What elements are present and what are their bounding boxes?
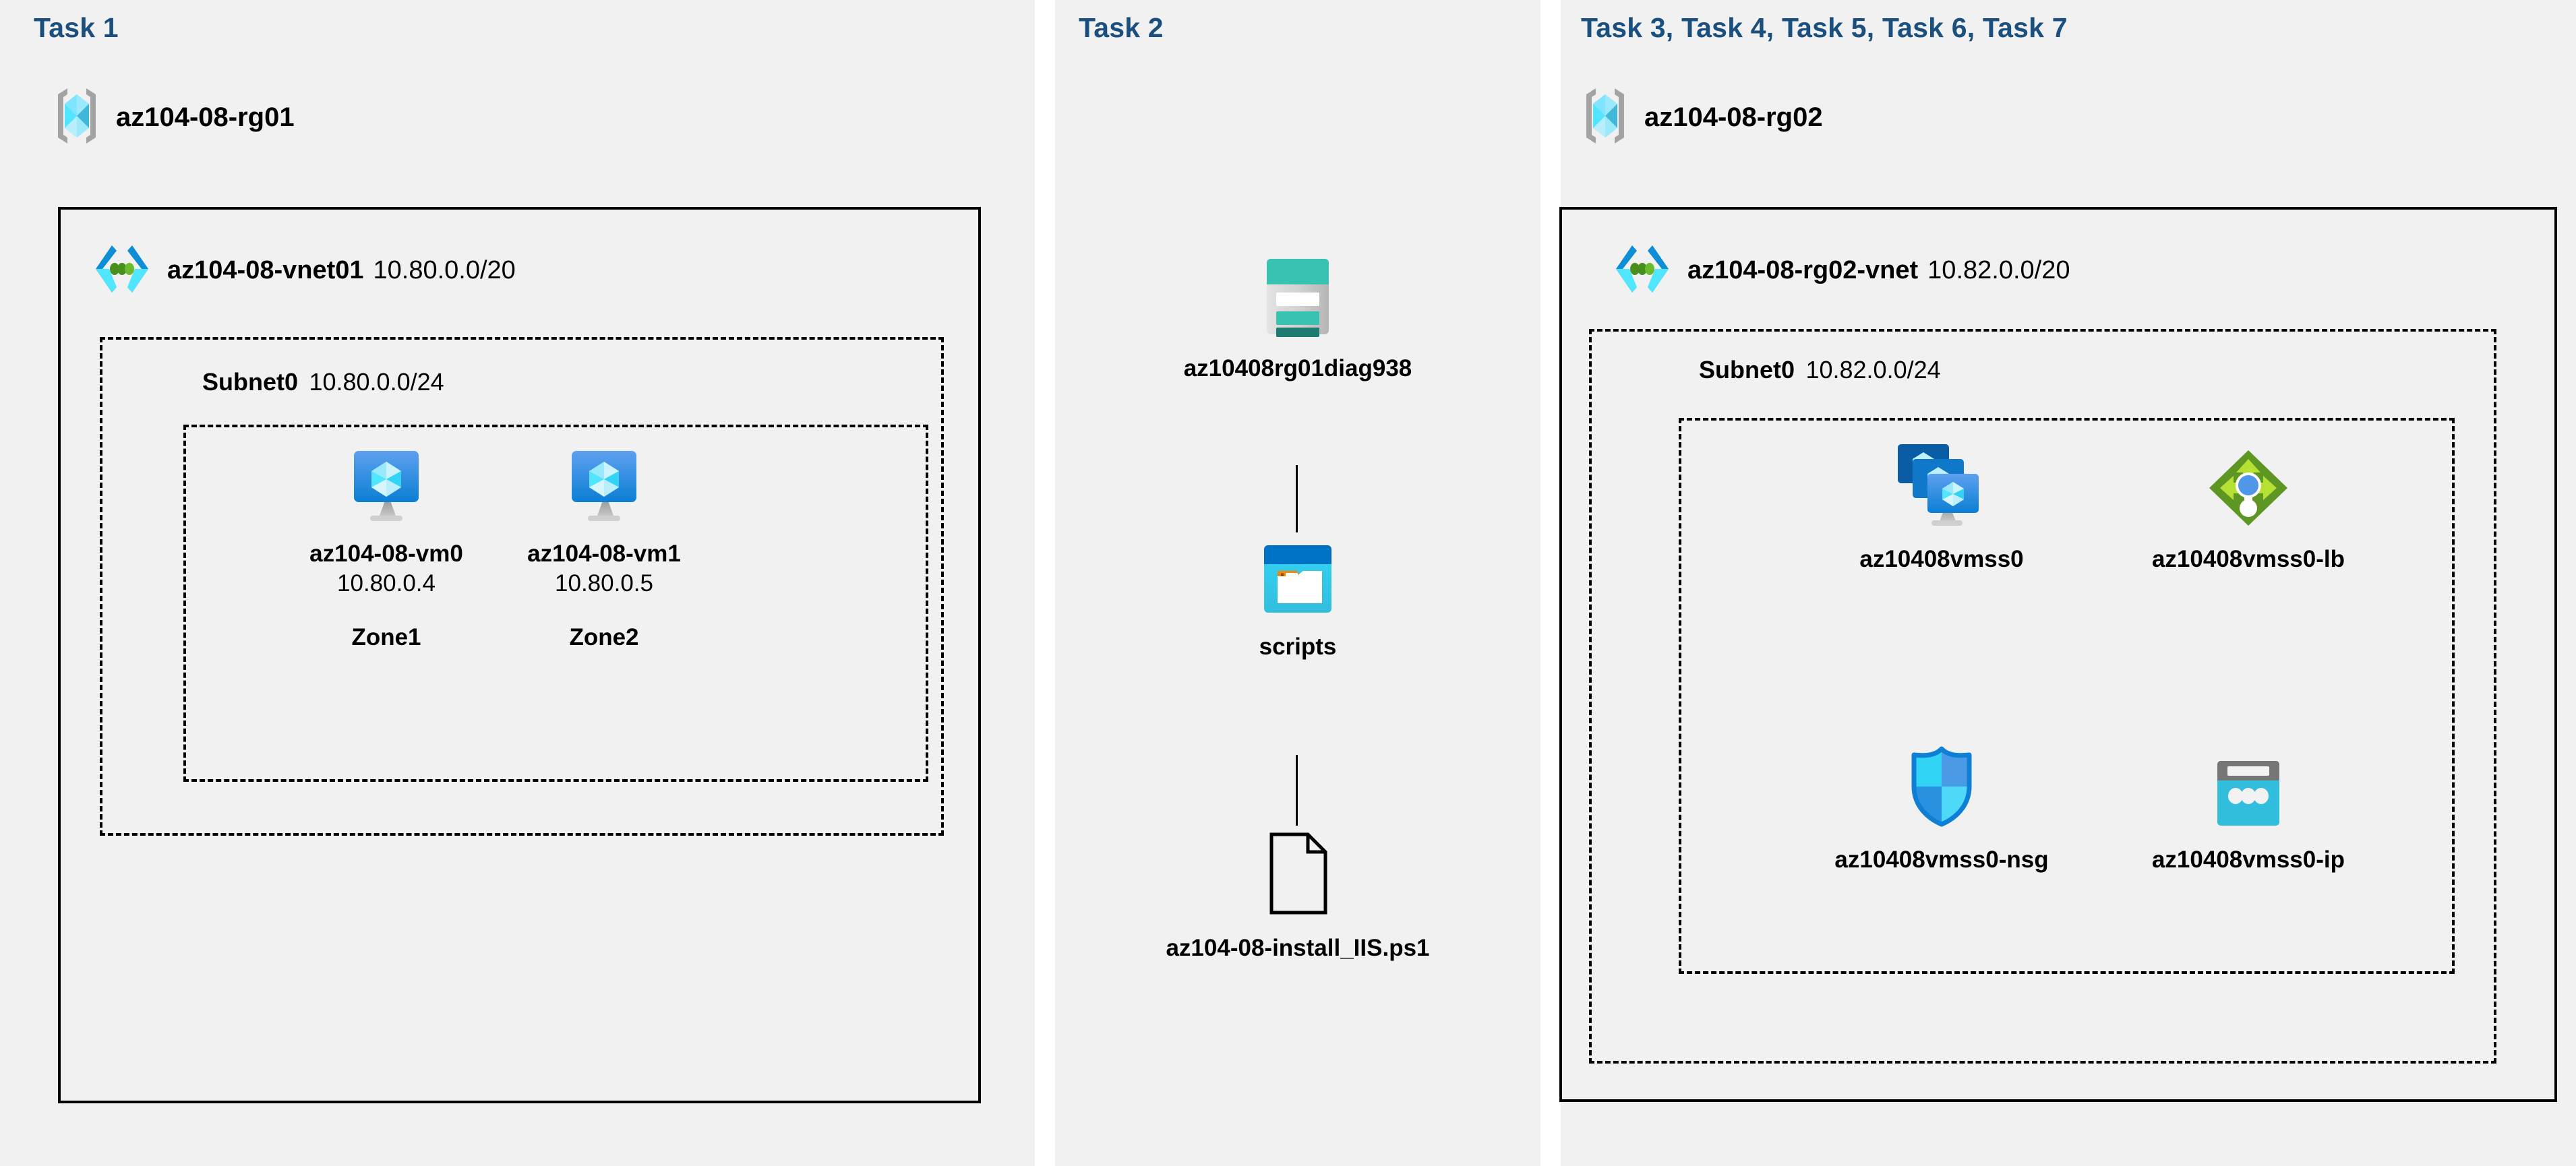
- blob-container-icon: [1261, 543, 1334, 619]
- storage-to-container-connector: [1296, 465, 1298, 532]
- availability-zone-boundary: [183, 425, 928, 782]
- vm0-zone: Zone1: [351, 623, 421, 650]
- network-security-group-icon: [1906, 745, 1977, 832]
- subnet0-right-cidr: 10.82.0.0/24: [1805, 356, 1941, 383]
- resource-group-name: az104-08-rg02: [1644, 102, 1823, 132]
- storage-account-node[interactable]: az10408rg01diag938: [1156, 256, 1439, 383]
- subnet0-left-title: Subnet0 10.80.0.0/24: [202, 368, 444, 396]
- vm-scale-set-name: az10408vmss0: [1859, 546, 2024, 572]
- vnet02-header[interactable]: az104-08-rg02-vnet 10.82.0.0/20: [1615, 243, 2070, 299]
- load-balancer-node[interactable]: az10408vmss0-lb: [2093, 448, 2403, 574]
- blob-container-name: scripts: [1259, 634, 1337, 660]
- resource-group-icon: [1581, 86, 1629, 149]
- virtual-network-icon: [94, 243, 150, 299]
- subnet0-right-name: Subnet0: [1699, 356, 1795, 383]
- vnet02-cidr: 10.82.0.0/20: [1927, 256, 2070, 284]
- public-ip-address-name: az10408vmss0-ip: [2151, 847, 2345, 873]
- vnet01-name: az104-08-vnet01: [167, 256, 364, 284]
- vm-az104-08-vm0[interactable]: az104-08-vm0 10.80.0.4 Zone1: [245, 448, 528, 651]
- task3-7-label: Task 3, Task 4, Task 5, Task 6, Task 7: [1581, 12, 2068, 43]
- resource-group-icon: [53, 86, 101, 149]
- subnet0-left-cidr: 10.80.0.0/24: [309, 368, 444, 396]
- vm-scale-set-icon: [1895, 441, 1988, 531]
- vm1-zone: Zone2: [569, 623, 639, 650]
- resource-group-rg02[interactable]: az104-08-rg02: [1581, 86, 1823, 149]
- blob-container-node[interactable]: scripts: [1156, 543, 1439, 662]
- subnet0-right-boundary: [1589, 329, 2496, 1064]
- vnet01-header[interactable]: az104-08-vnet01 10.80.0.0/20: [94, 243, 516, 299]
- virtual-machine-icon: [350, 448, 423, 526]
- subnet0-left-boundary: [100, 337, 944, 836]
- public-ip-address-icon: [2215, 758, 2282, 832]
- storage-account-icon: [1264, 256, 1331, 340]
- panel-task1: [0, 0, 1035, 1166]
- vnet02-boundary: [1559, 207, 2557, 1102]
- script-file-name: az104-08-install_IIS.ps1: [1166, 935, 1430, 961]
- container-to-file-connector: [1296, 755, 1298, 826]
- network-security-group-name: az10408vmss0-nsg: [1834, 847, 2049, 873]
- file-icon: [1262, 830, 1334, 920]
- vmss-resources-boundary: [1679, 418, 2455, 974]
- subnet0-left-name: Subnet0: [202, 368, 299, 396]
- vnet01-boundary: [58, 207, 981, 1103]
- resource-group-name: az104-08-rg01: [116, 102, 295, 132]
- vm0-name: az104-08-vm0: [309, 541, 463, 567]
- task2-label: Task 2: [1079, 12, 1164, 43]
- vnet01-cidr: 10.80.0.0/20: [373, 256, 516, 284]
- load-balancer-icon: [2207, 448, 2289, 531]
- resource-group-rg01[interactable]: az104-08-rg01: [53, 86, 295, 149]
- vm0-ip: 10.80.0.4: [337, 570, 436, 596]
- subnet0-right-title: Subnet0 10.82.0.0/24: [1699, 356, 1941, 384]
- virtual-machine-icon: [568, 448, 640, 526]
- virtual-network-icon: [1615, 243, 1670, 299]
- public-ip-address-node[interactable]: az10408vmss0-ip: [2093, 758, 2403, 875]
- network-security-group-node[interactable]: az10408vmss0-nsg: [1787, 745, 2097, 875]
- vm-scale-set-node[interactable]: az10408vmss0: [1787, 441, 2097, 574]
- script-file-node[interactable]: az104-08-install_IIS.ps1: [1106, 830, 1490, 963]
- vm-az104-08-vm1[interactable]: az104-08-vm1 10.80.0.5 Zone2: [462, 448, 746, 651]
- storage-account-name: az10408rg01diag938: [1183, 355, 1412, 381]
- vnet02-name: az104-08-rg02-vnet: [1687, 256, 1919, 284]
- task1-label: Task 1: [34, 12, 119, 43]
- load-balancer-name: az10408vmss0-lb: [2151, 546, 2345, 572]
- vm1-ip: 10.80.0.5: [555, 570, 653, 596]
- vm1-name: az104-08-vm1: [527, 541, 681, 567]
